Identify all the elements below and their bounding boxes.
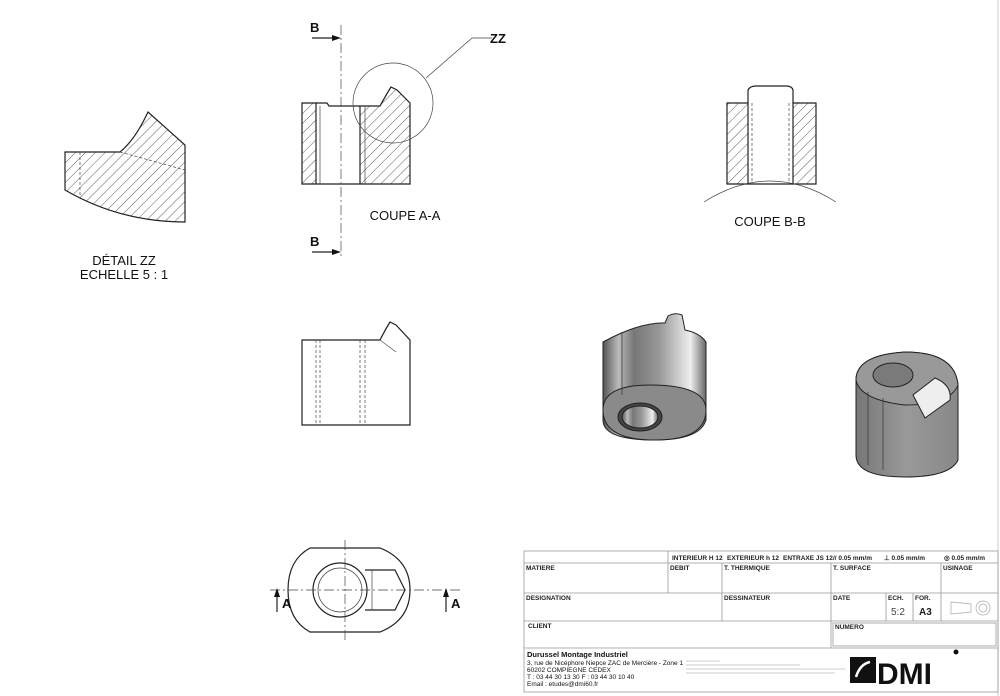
client-label: CLIENT — [528, 623, 552, 630]
company-address-2: 60202 COMPIEGNE CEDEX — [527, 667, 611, 674]
detail-title: DÉTAIL ZZ — [92, 253, 156, 268]
t-surface-label: T. SURFACE — [833, 565, 872, 572]
tolerance-parallelism: // 0.05 mm/m — [833, 555, 872, 562]
ech-value: 5:2 — [891, 607, 905, 618]
section-aa-label: COUPE A-A — [370, 208, 441, 223]
detail-zz-view: DÉTAIL ZZ ECHELLE 5 : 1 — [64, 111, 186, 282]
bottom-view: A A — [270, 540, 461, 640]
detail-scale: ECHELLE 5 : 1 — [80, 267, 168, 282]
isometric-view-1 — [602, 313, 707, 441]
t-thermique-label: T. THERMIQUE — [724, 565, 771, 572]
cut-label-a-right: A — [451, 596, 461, 611]
section-bb-view: COUPE B-B — [703, 85, 837, 229]
projection-symbol-icon — [950, 600, 991, 616]
debit-label: DEBIT — [670, 565, 690, 572]
for-value: A3 — [919, 607, 932, 618]
for-label: FOR. — [915, 595, 931, 602]
tolerance-exterieur: EXTERIEUR h 12 — [727, 555, 779, 562]
numero-label: NUMERO — [835, 624, 864, 631]
cut-label-b-top: B — [310, 20, 319, 35]
tolerance-entraxe: ENTRAXE JS 12 — [783, 555, 833, 562]
dessinateur-label: DESSINATEUR — [724, 595, 770, 602]
company-address-1: 3, rue de Nicéphore Niepce ZAC de Merciè… — [527, 660, 683, 667]
section-aa-view: ZZ B B COUPE A-A — [301, 20, 506, 258]
date-label: DATE — [833, 595, 851, 602]
cut-label-a-left: A — [282, 596, 292, 611]
title-block: INTERIEUR H 12 EXTERIEUR h 12 ENTRAXE JS… — [523, 550, 999, 693]
tolerance-interieur: INTERIEUR H 12 — [672, 555, 723, 562]
matiere-label: MATIERE — [526, 565, 555, 572]
tolerance-perpendicularity: ⊥ 0.05 mm/m — [884, 554, 925, 562]
detail-ref-label: ZZ — [490, 31, 506, 46]
legal-notice — [686, 660, 845, 674]
company-phone: T : 03 44 30 13 30 F : 03 44 30 10 40 — [527, 674, 635, 681]
company-email: Email : etudes@dmi60.fr — [527, 681, 599, 688]
isometric-view-2 — [855, 351, 959, 478]
usinage-label: USINAGE — [943, 565, 973, 572]
designation-label: DESIGNATION — [526, 595, 571, 602]
tolerance-concentricity: ◎ 0.05 mm/m — [944, 555, 985, 562]
section-bb-label: COUPE B-B — [734, 214, 806, 229]
front-view — [301, 321, 411, 426]
dmi-logo: DMI — [850, 649, 959, 691]
ech-label: ECH. — [888, 595, 904, 602]
cut-label-b-bottom: B — [310, 234, 319, 249]
company-name: Durussel Montage Industriel — [527, 650, 628, 659]
logo-text: DMI — [877, 658, 932, 691]
